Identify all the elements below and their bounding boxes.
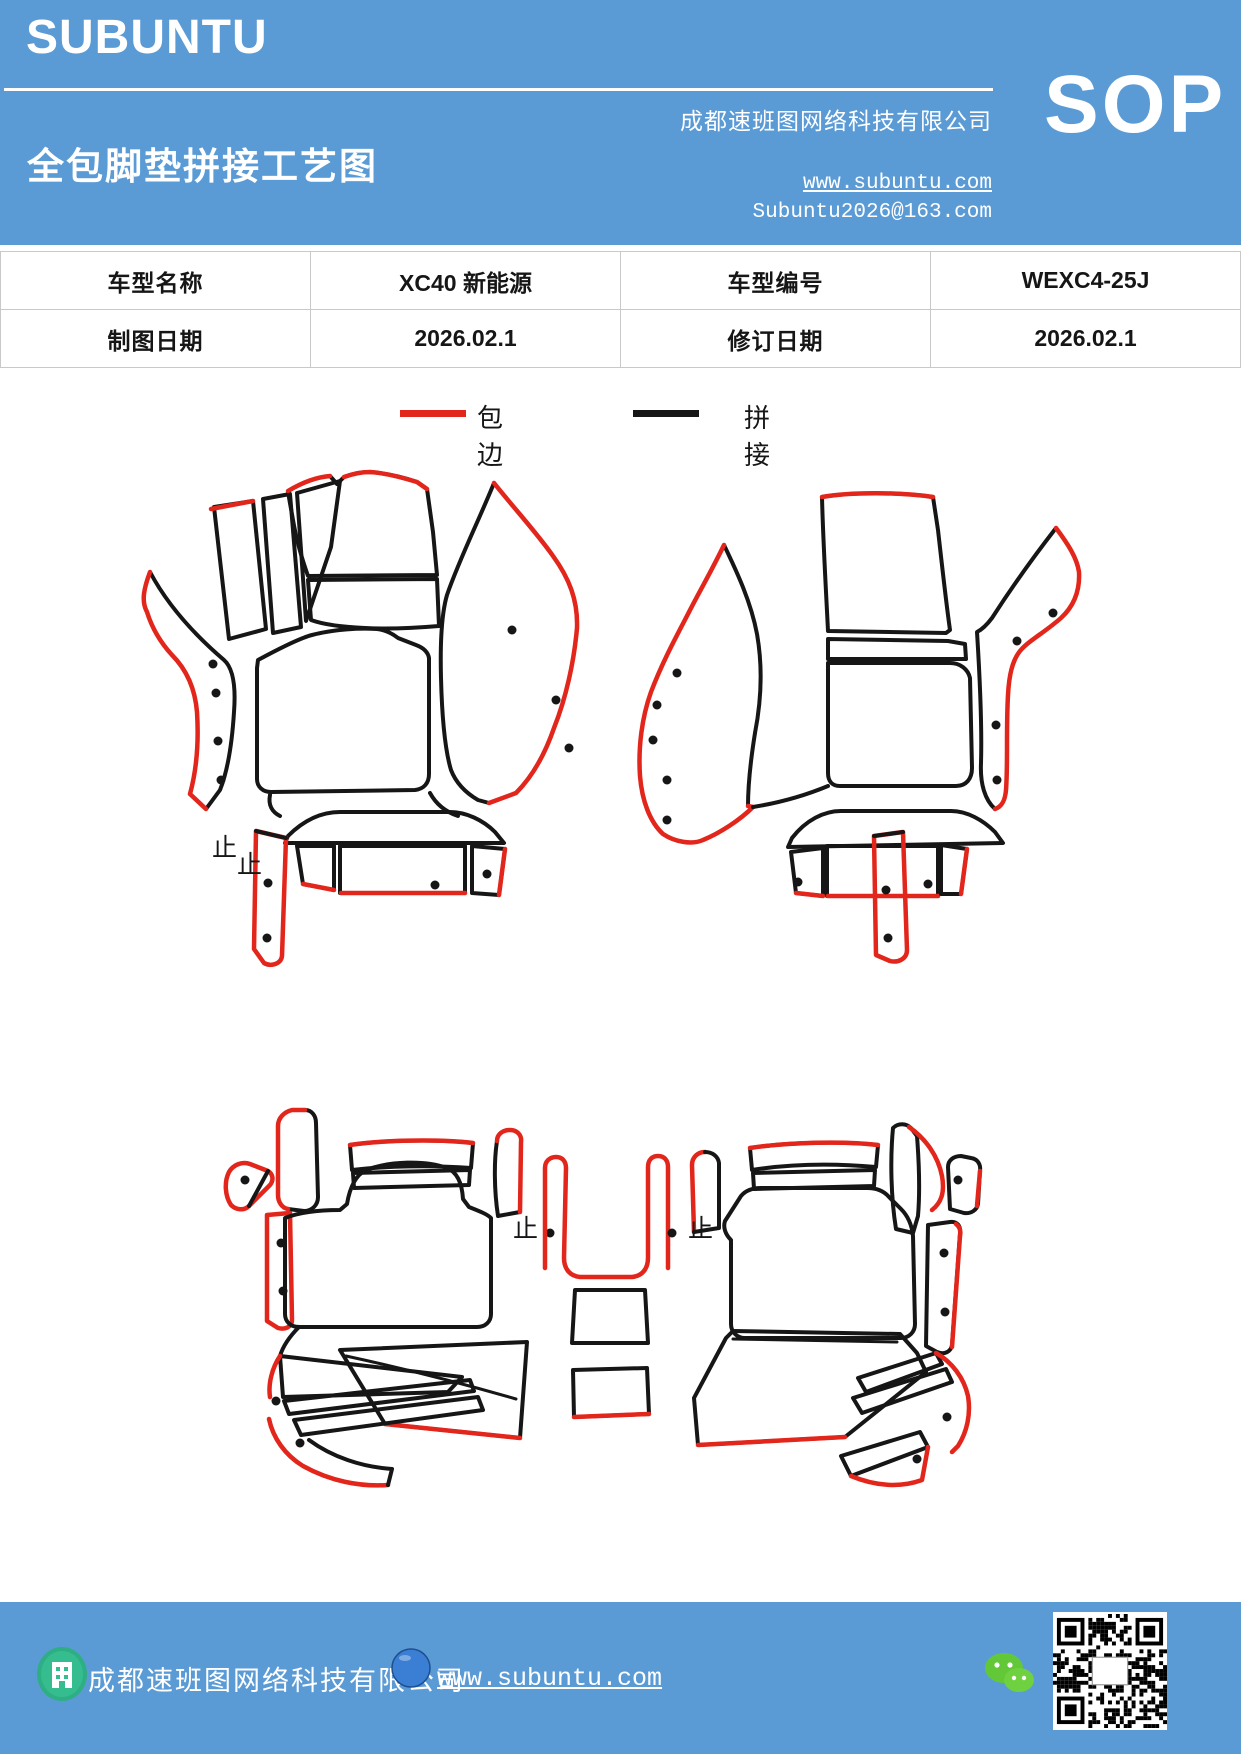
stop-mark: 止 [212,834,237,862]
model-name-label: 车型名称 [0,251,311,310]
revise-date-label: 修订日期 [620,309,931,368]
stop-mark: 止 [688,1215,713,1243]
binding-label: 包边 [477,404,504,470]
rear-mat-pattern: 止 止 [223,1107,983,1488]
draw-date-value: 2026.02.1 [310,309,621,368]
header-website-link[interactable]: www.subuntu.com [802,172,992,195]
model-name-value: XC40 新能源 [310,251,621,310]
header-divider [4,88,993,91]
draw-date-label: 制图日期 [0,309,311,368]
model-code-value: WEXC4-25J [930,251,1241,310]
front-left-mat-pattern: 止 止 [141,469,580,967]
mat-pattern-diagram: 止 止 [141,469,1082,1488]
model-code-label: 车型编号 [620,251,931,310]
table-row: 制图日期 2026.02.1 修订日期 2026.02.1 [0,309,1241,368]
header: SUBUNTU 全包脚垫拼接工艺图 成都速班图网络科技有限公司 www.subu… [0,0,1241,245]
stitch-line-swatch [633,410,699,417]
front-right-mat-pattern [637,491,1082,964]
footer-website-link[interactable]: www.subuntu.com [437,1664,663,1693]
stop-mark: 止 [237,851,262,879]
globe-icon [391,1648,431,1688]
page-title: 全包脚垫拼接工艺图 [27,147,378,188]
qr-code [1053,1612,1167,1730]
footer: 成都速班图网络科技有限公司 www.subuntu.com [0,1602,1241,1754]
vehicle-info-table: 车型名称 XC40 新能源 车型编号 WEXC4-25J 制图日期 2026.0… [0,251,1241,368]
doc-type-label: SOP [1044,59,1227,150]
revise-date-value: 2026.02.1 [930,309,1241,368]
qr-center-logo [1091,1656,1129,1686]
header-email: Subuntu2026@163.com [752,201,992,224]
header-company-name: 成都速班图网络科技有限公司 [680,109,992,134]
stop-mark: 止 [513,1215,538,1243]
stitch-label: 拼接 [744,404,771,470]
wechat-icon [985,1653,1034,1692]
table-row: 车型名称 XC40 新能源 车型编号 WEXC4-25J [0,251,1241,310]
building-icon [37,1647,87,1701]
binding-line-swatch [400,410,466,417]
brand-logo: SUBUNTU [26,11,268,64]
